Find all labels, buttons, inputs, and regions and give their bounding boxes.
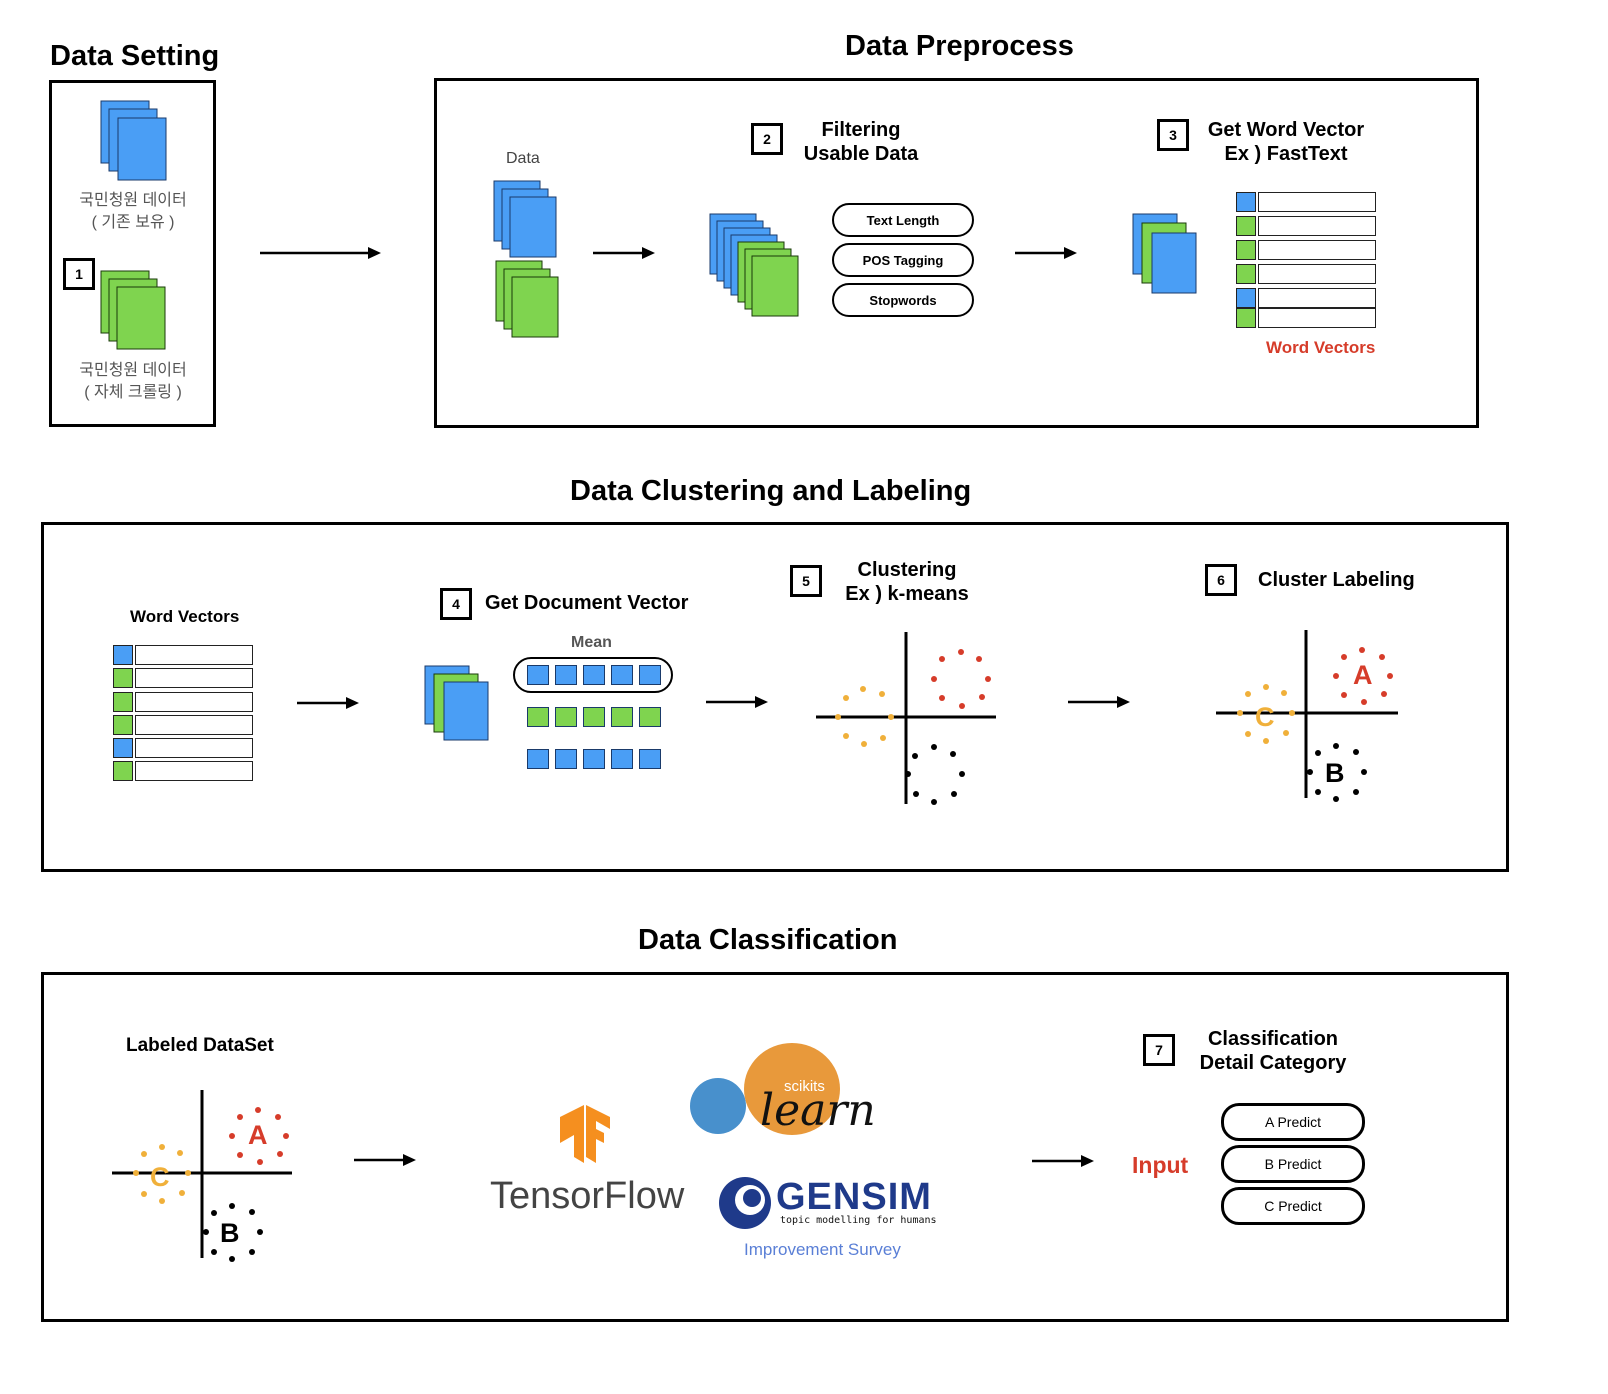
step-2-label: Filtering Usable Data [803,119,919,165]
filter-stopwords: Stopwords [832,283,974,317]
arrow-right-icon [1032,1155,1094,1167]
c-predict: C Predict [1221,1187,1365,1225]
step-6-label: Cluster Labeling [1258,569,1415,591]
step-7-label: Classification Detail Category [1199,1028,1347,1074]
step-5-label: Clustering Ex ) k-means [845,559,969,605]
step-3-label: Get Word Vector Ex ) FastText [1207,119,1365,165]
step-3-badge: 3 [1157,119,1189,151]
mean-vector-highlight [513,657,673,693]
arrow-right-icon [354,1154,416,1166]
arrow-right-icon [297,697,359,709]
cluster-c-label-2: C [150,1162,170,1192]
document-stack-icon [100,100,167,181]
labeled-scatter-clustering [1216,630,1398,802]
step-2-badge: 2 [751,123,783,155]
mean-label: Mean [571,634,612,651]
data-label: Data [506,150,540,167]
document-stack-icon [1132,213,1197,294]
word-vectors-label-red: Word Vectors [1266,338,1376,357]
arrow-right-icon [593,247,655,259]
sklearn-learn-text: learn [760,1085,876,1136]
section-title-data-setting: Data Setting [50,40,220,72]
arrow-right-icon [1015,247,1077,259]
gensim-wordmark: GENSIM [776,1176,932,1218]
word-vectors-label: Word Vectors [130,607,240,626]
step-5-badge: 5 [790,565,822,597]
gensim-logo [719,1177,771,1229]
arrow-right-icon [706,696,768,708]
tensorflow-logo [560,1105,610,1163]
cluster-c-label: C [1255,702,1275,732]
section-title-data-classification: Data Classification [638,924,898,956]
cluster-b-label-2: B [220,1218,240,1248]
document-stack-icon [100,270,166,350]
gensim-caption: Improvement Survey [744,1240,901,1259]
document-stack-icon [424,665,489,741]
document-stack-icon [493,180,559,338]
labeled-dataset-label: Labeled DataSet [126,1035,274,1056]
cluster-b-label: B [1325,758,1345,788]
sklearn-logo [690,1043,840,1135]
sklearn-scikits-text: scikits [784,1078,825,1095]
b-predict: B Predict [1221,1145,1365,1183]
a-predict: A Predict [1221,1103,1365,1141]
cluster-a-label-2: A [248,1120,268,1150]
step-6-badge: 6 [1205,564,1237,596]
input-label: Input [1132,1152,1189,1178]
arrow-right-icon [260,247,381,259]
korean-data-label-1: 국민청원 데이터 ( 기존 보유 ) [79,192,187,231]
step-7-badge: 7 [1143,1034,1175,1066]
data-classification-frame [41,972,1509,1322]
filter-text-length: Text Length [832,203,974,237]
tensorflow-wordmark: TensorFlow [490,1175,685,1217]
section-title-data-preprocess: Data Preprocess [845,30,1074,62]
section-title-data-clustering: Data Clustering and Labeling [570,475,972,507]
korean-data-label-2: 국민청원 데이터 ( 자체 크롤링 ) [79,362,187,401]
labeled-scatter-classification [112,1090,292,1262]
data-clustering-frame [41,522,1509,872]
data-setting-frame [49,80,216,427]
step-4-badge: 4 [440,588,472,620]
document-stack-icon [709,213,799,317]
step-1-badge: 1 [63,258,95,290]
scatter-axes-icon [816,632,996,805]
cluster-a-label: A [1353,660,1373,690]
step-4-label: Get Document Vector [485,592,689,614]
data-preprocess-frame [434,78,1479,428]
filter-pos-tagging: POS Tagging [832,243,974,277]
arrow-right-icon [1068,696,1130,708]
gensim-tagline: topic modelling for humans [780,1215,937,1226]
